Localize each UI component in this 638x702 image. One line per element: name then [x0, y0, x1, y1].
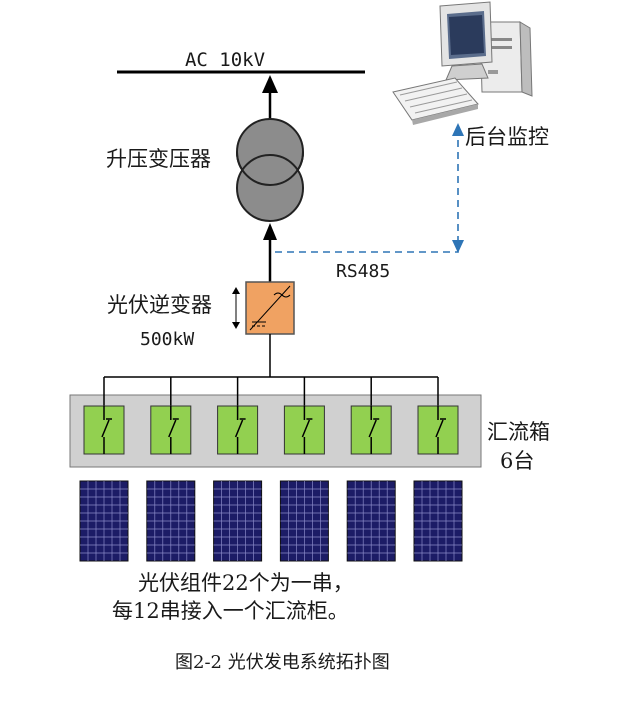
combiner-switch [283, 405, 325, 455]
combiner-switch [217, 405, 259, 455]
combiner-switch [83, 405, 125, 455]
solar-panel [279, 480, 329, 562]
inverter-label-line2: 500kW [140, 329, 194, 350]
step-up-transformer [236, 118, 304, 222]
solar-panel [213, 480, 263, 562]
solar-panel [413, 480, 463, 562]
combiner-unit-4 [279, 377, 329, 562]
combiner-switch [150, 405, 192, 455]
figure-caption: 图2-2 光伏发电系统拓扑图 [175, 652, 390, 673]
combiner-label-line1: 汇流箱 [487, 420, 550, 444]
ac-bus-label: AC 10kV [185, 49, 265, 71]
solar-panel [146, 480, 196, 562]
transformer-label: 升压变压器 [106, 147, 211, 171]
computer-icon [392, 1, 533, 125]
combiner-switch [350, 405, 392, 455]
combiner-unit-6 [413, 377, 463, 562]
rs485-link [275, 123, 464, 253]
inverter-label-line1: 光伏逆变器 [107, 293, 212, 317]
bus-arrowhead [262, 75, 278, 93]
inverter-up-down-arrow [232, 287, 240, 329]
solar-panel [79, 480, 129, 562]
combiner-units [79, 377, 463, 562]
monitoring-label: 后台监控 [465, 125, 549, 149]
solar-panel [346, 480, 396, 562]
combiner-unit-1 [79, 377, 129, 562]
rs485-label: RS485 [336, 261, 390, 282]
combiner-label-line2: 6台 [500, 449, 534, 473]
pv-inverter [245, 281, 295, 335]
transformer-arrowhead [263, 223, 277, 240]
panel-note-line1: 光伏组件22个为一串， [138, 571, 354, 595]
panel-note-line2: 每12串接入一个汇流柜。 [112, 599, 349, 623]
combiner-box-enclosure [69, 394, 482, 468]
combiner-unit-2 [146, 377, 196, 562]
combiner-unit-5 [346, 377, 396, 562]
combiner-switch [417, 405, 459, 455]
combiner-unit-3 [213, 377, 263, 562]
